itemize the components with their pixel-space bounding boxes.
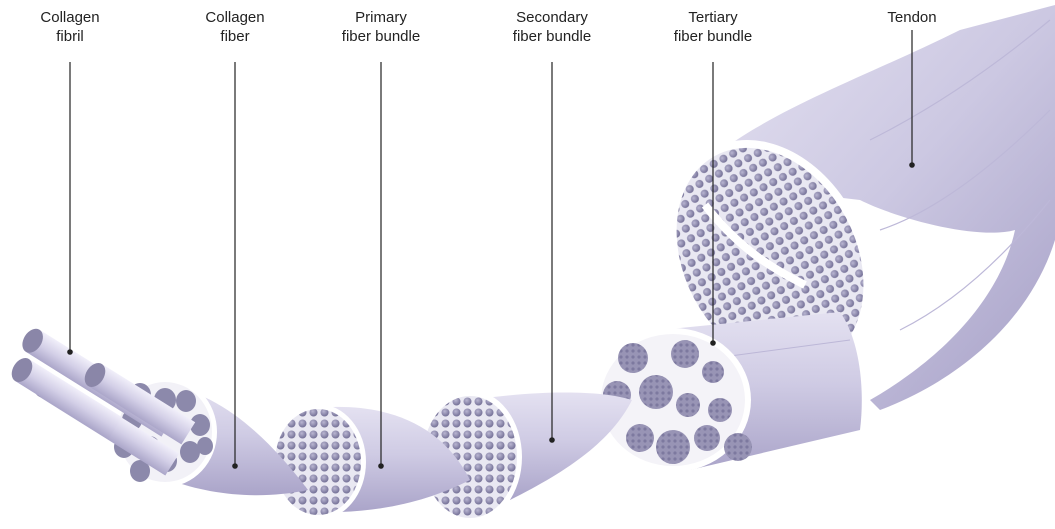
label-primary-bundle-line1: Primary [326,8,436,27]
tertiary-fiber-bundle [595,312,862,472]
label-tendon: Tendon [872,8,952,27]
label-collagen-fibril: Collagen fibril [30,8,110,46]
label-collagen-fibril-line1: Collagen [30,8,110,27]
label-primary-bundle: Primary fiber bundle [326,8,436,46]
label-collagen-fibril-line2: fibril [30,27,110,46]
label-collagen-fiber-line2: fiber [195,27,275,46]
label-tertiary-bundle-line1: Tertiary [658,8,768,27]
label-tertiary-bundle: Tertiary fiber bundle [658,8,768,46]
label-secondary-bundle-line2: fiber bundle [497,27,607,46]
label-primary-bundle-line2: fiber bundle [326,27,436,46]
label-collagen-fiber: Collagen fiber [195,8,275,46]
label-tendon-line1: Tendon [872,8,952,27]
label-secondary-bundle: Secondary fiber bundle [497,8,607,46]
label-collagen-fiber-line1: Collagen [195,8,275,27]
label-secondary-bundle-line1: Secondary [497,8,607,27]
label-tertiary-bundle-line2: fiber bundle [658,27,768,46]
